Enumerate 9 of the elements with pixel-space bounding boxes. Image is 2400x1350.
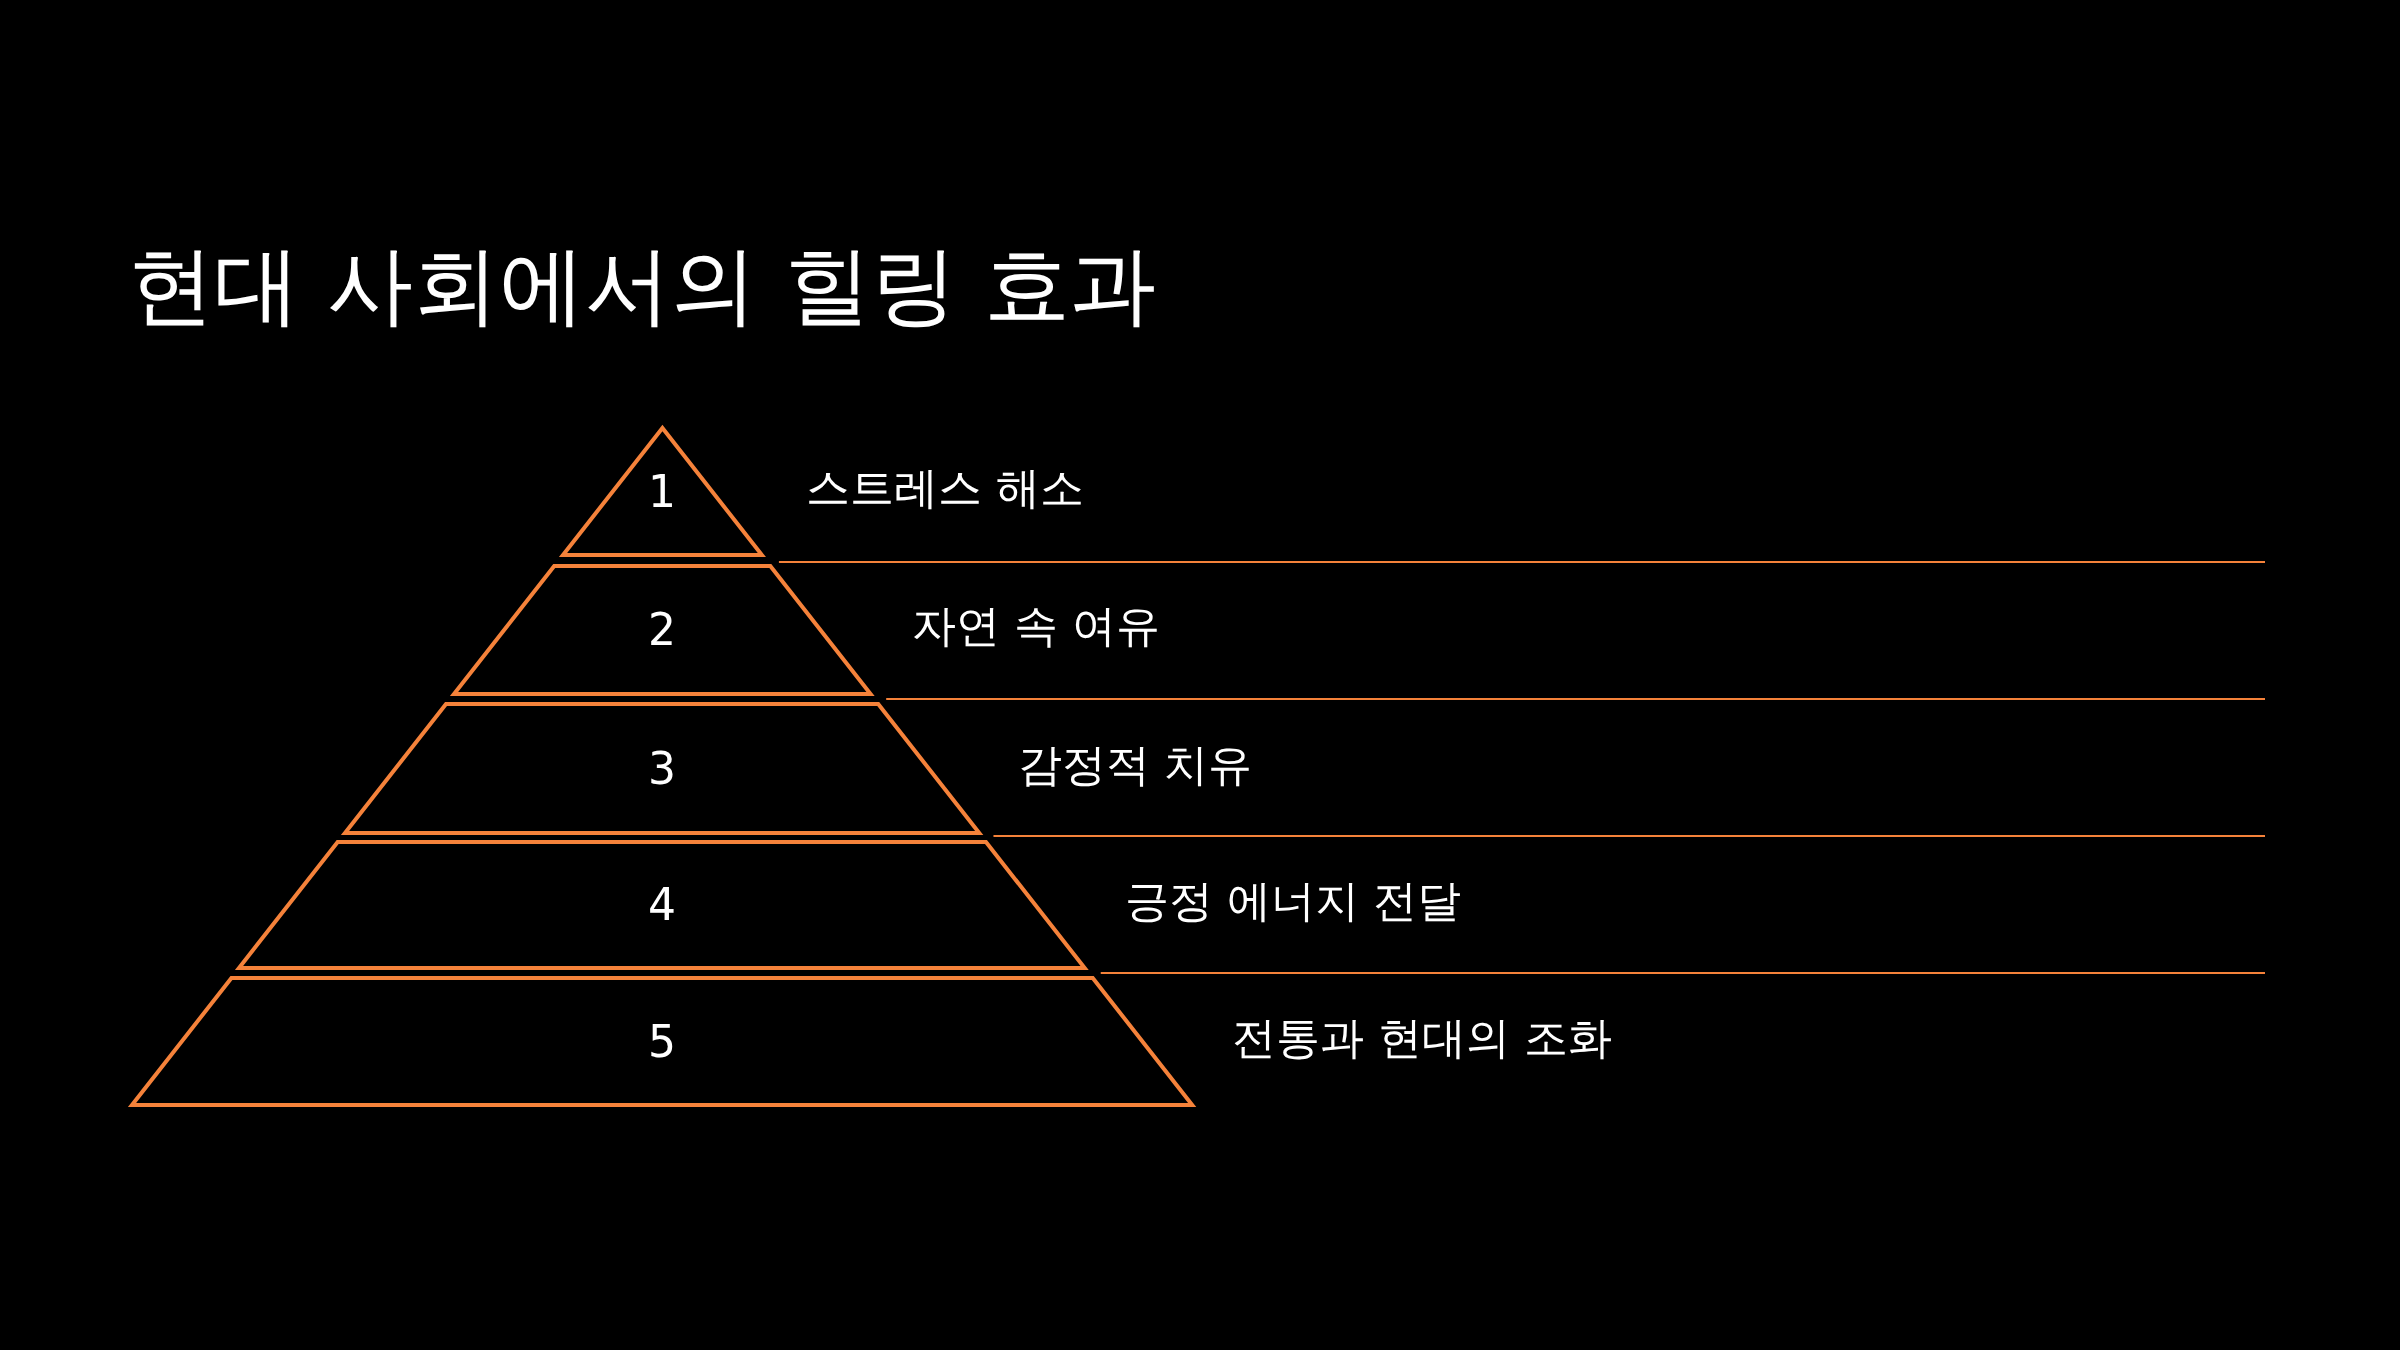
level-number: 2 <box>648 608 676 652</box>
level-label: 감정적 치유 <box>1018 742 1252 787</box>
level-label: 자연 속 여유 <box>912 604 1160 648</box>
level-label: 긍정 에너지 전달 <box>1125 879 1461 923</box>
level-label: 스트레스 해소 <box>806 465 1084 510</box>
level-number: 3 <box>648 746 676 791</box>
level-label: 전통과 현대의 조화 <box>1232 1015 1612 1060</box>
slide-title: 현대 사회에서의 힐링 효과 <box>128 238 1156 333</box>
level-number: 5 <box>648 1019 676 1064</box>
